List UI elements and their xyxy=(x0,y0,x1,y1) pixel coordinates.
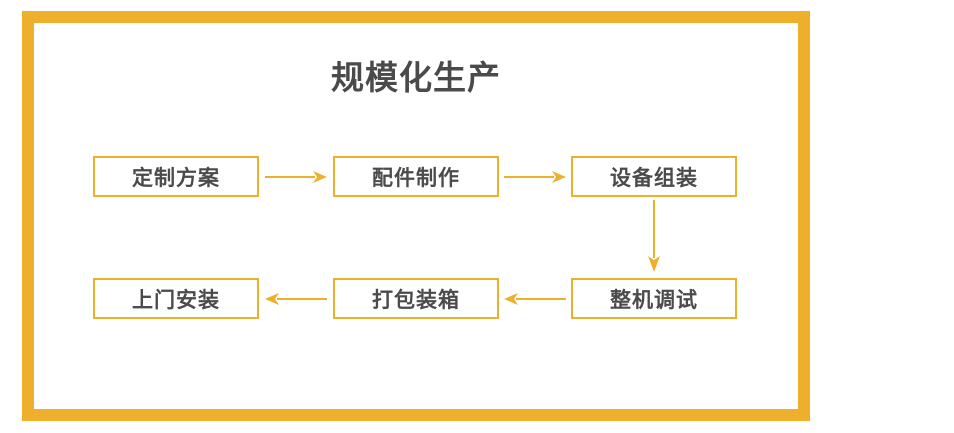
flow-node-label: 上门安装 xyxy=(132,288,220,312)
flow-node-packing-crating[interactable]: 打包装箱 xyxy=(333,278,499,319)
arrow-custom-to-parts-icon xyxy=(265,169,327,185)
arrow-debug-to-packing-icon xyxy=(504,291,566,307)
flow-node-label: 打包装箱 xyxy=(372,288,460,312)
arrow-packing-to-install-icon xyxy=(265,291,327,307)
flow-node-equipment-assembly[interactable]: 设备组装 xyxy=(571,156,737,197)
arrow-assembly-to-debug-icon xyxy=(645,200,663,272)
gold-frame-border xyxy=(22,11,810,421)
flow-node-label: 整机调试 xyxy=(610,288,698,312)
flow-node-label: 配件制作 xyxy=(372,166,460,190)
flow-node-label: 定制方案 xyxy=(132,166,220,190)
page-title: 规模化生产 xyxy=(331,59,501,96)
flow-node-parts-fabrication[interactable]: 配件制作 xyxy=(333,156,499,197)
flow-node-machine-debug[interactable]: 整机调试 xyxy=(571,278,737,319)
arrow-parts-to-assembly-icon xyxy=(504,169,566,185)
flow-node-custom-plan[interactable]: 定制方案 xyxy=(93,156,259,197)
flow-node-onsite-installation[interactable]: 上门安装 xyxy=(93,278,259,319)
flow-node-label: 设备组装 xyxy=(610,166,698,190)
